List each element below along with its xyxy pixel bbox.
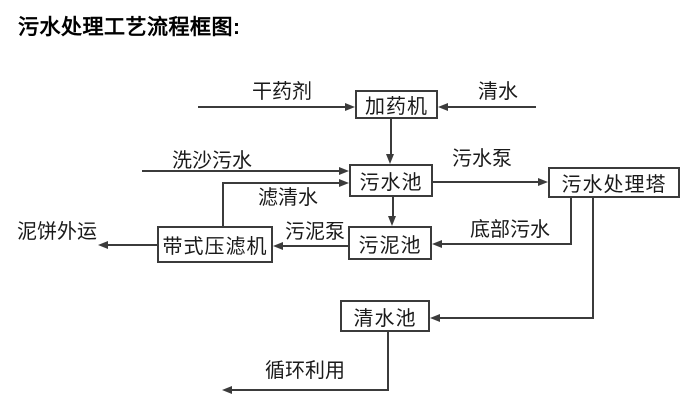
flow-line-sewage-pump-line	[433, 181, 542, 183]
flow-line-dry-chemical-line	[198, 106, 346, 108]
edge-label-sewage-pump: 污水泵	[452, 148, 512, 170]
flow-box-label-sludge-pool: 污泥池	[358, 234, 422, 257]
flow-line-filtered-water-h-line	[222, 182, 344, 184]
arrowhead-recycle-arrow	[222, 385, 232, 394]
edge-label-filtered-water: 滤清水	[258, 187, 318, 209]
flow-line-tower-down-left-line	[570, 198, 572, 245]
flow-line-tower-down-right-line	[592, 198, 594, 319]
flow-line-to-clear-pool-line	[436, 317, 593, 319]
arrowhead-into-clear-pool	[430, 313, 440, 322]
flow-box-label-sewage-pool: 污水池	[359, 172, 423, 194]
arrowhead-into-sewage-pool-top	[385, 154, 394, 164]
flow-line-clear-water-line	[444, 106, 536, 108]
flow-box-sewage-treatment-tower: 污水处理塔	[548, 167, 680, 198]
arrowhead-sludge-into-press	[273, 241, 283, 250]
edge-label-dry-chemical: 干药剂	[252, 81, 312, 103]
edge-label-bottom-sewage: 底部污水	[470, 219, 550, 241]
edge-label-clear-water: 清水	[478, 81, 518, 103]
flow-line-filtered-water-v-line	[222, 183, 224, 226]
flow-box-label-belt-filter-press: 带式压滤机	[162, 236, 268, 258]
flow-box-belt-filter-press: 带式压滤机	[157, 226, 273, 263]
flow-line-sludge-to-press-line	[279, 245, 348, 247]
flow-box-label-sewage-treatment-tower: 污水处理塔	[561, 174, 667, 196]
arrowhead-sand-into-pool	[339, 166, 349, 175]
flow-line-clear-pool-down-line	[387, 332, 389, 391]
flow-box-label-dosing-machine: 加药机	[365, 96, 428, 118]
flow-line-bottom-sewage-line	[438, 243, 571, 245]
edge-label-mud-cake-out: 泥饼外运	[17, 221, 97, 243]
arrowhead-mud-cake-arrow	[98, 240, 108, 249]
flow-box-dosing-machine: 加药机	[355, 90, 438, 119]
arrowhead-pump-into-tower	[538, 177, 548, 186]
arrowhead-into-sludge-pool-top	[387, 216, 396, 226]
flow-line-pool-to-sludge-line	[392, 197, 394, 221]
arrowhead-bottom-into-sludge	[432, 239, 442, 248]
flow-box-label-clear-water-pool: 清水池	[353, 307, 417, 330]
flow-box-clear-water-pool: 清水池	[340, 300, 430, 332]
flow-line-sand-washing-line	[142, 170, 344, 172]
flow-box-sewage-pool: 污水池	[349, 164, 433, 197]
edge-label-recycle-reuse: 循环利用	[265, 360, 345, 382]
flow-line-press-out-line	[103, 244, 157, 246]
flow-line-recycle-line	[227, 389, 387, 391]
arrowhead-into-dosing-right	[438, 102, 448, 111]
arrowhead-filtered-into-pool	[339, 178, 349, 187]
flow-line-dosing-to-pool-line	[390, 119, 392, 159]
page-title: 污水处理工艺流程框图:	[18, 16, 241, 39]
arrowhead-into-dosing-left	[345, 102, 355, 111]
edge-label-sand-washing-sewage: 洗沙污水	[172, 150, 252, 172]
edge-label-sludge-pump: 污泥泵	[285, 221, 345, 243]
flow-box-sludge-pool: 污泥池	[348, 226, 432, 260]
